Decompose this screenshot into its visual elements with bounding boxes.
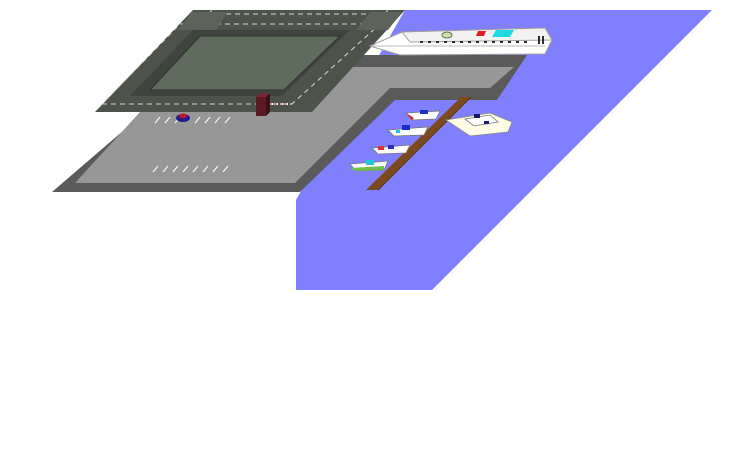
parking-kiosk[interactable]	[256, 93, 292, 116]
ship-pool-icon	[441, 31, 453, 39]
intersections	[178, 12, 402, 30]
wooden-dock[interactable]	[366, 97, 471, 190]
ship-portholes	[420, 36, 544, 44]
parked-car[interactable]	[176, 113, 190, 123]
boat-2[interactable]	[387, 125, 429, 137]
parking-stripes-bottom	[152, 165, 229, 173]
boat-1[interactable]	[405, 110, 441, 121]
cruise-ship[interactable]	[368, 27, 553, 56]
city-block[interactable]	[130, 30, 350, 96]
boat-3[interactable]	[371, 144, 411, 155]
ship-deck-pool	[492, 30, 514, 37]
parking-lot[interactable]	[52, 55, 527, 192]
ship-funnel	[476, 31, 486, 36]
yacht-large[interactable]	[444, 112, 513, 137]
boat-4[interactable]	[349, 160, 389, 172]
